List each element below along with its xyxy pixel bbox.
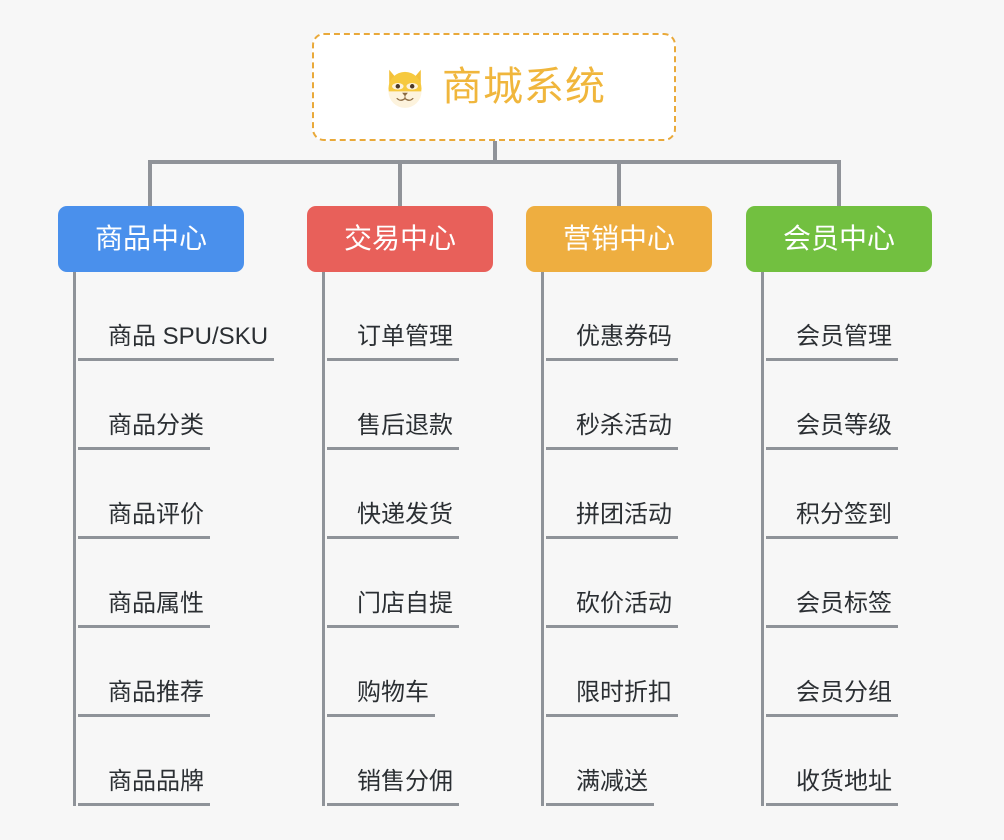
leaf-item[interactable]: 商品推荐 bbox=[76, 628, 274, 717]
leaf-label: 售后退款 bbox=[327, 412, 459, 450]
leaf-list-product-center: 商品 SPU/SKU 商品分类 商品评价 商品属性 商品推荐 商品品牌 bbox=[73, 272, 275, 806]
leaf-item[interactable]: 会员标签 bbox=[764, 539, 932, 628]
leaf-item[interactable]: 门店自提 bbox=[325, 539, 493, 628]
shiba-dog-face-icon bbox=[388, 69, 422, 108]
connector-bus bbox=[148, 160, 841, 164]
root-node[interactable]: 商城系统 bbox=[312, 33, 676, 141]
leaf-label: 限时折扣 bbox=[546, 679, 678, 717]
leaf-label: 订单管理 bbox=[327, 323, 459, 361]
leaf-label: 会员管理 bbox=[766, 323, 898, 361]
leaf-label: 快递发货 bbox=[327, 501, 459, 539]
leaf-label: 积分签到 bbox=[766, 501, 898, 539]
leaf-label: 商品分类 bbox=[78, 412, 210, 450]
leaf-item[interactable]: 限时折扣 bbox=[544, 628, 712, 717]
leaf-item[interactable]: 订单管理 bbox=[325, 272, 493, 361]
branch-header-member-center[interactable]: 会员中心 bbox=[746, 206, 932, 272]
leaf-label: 拼团活动 bbox=[546, 501, 678, 539]
connector-drop-1 bbox=[148, 160, 152, 208]
leaf-item[interactable]: 会员管理 bbox=[764, 272, 932, 361]
leaf-label: 砍价活动 bbox=[546, 590, 678, 628]
leaf-label: 商品推荐 bbox=[78, 679, 210, 717]
leaf-list-marketing-center: 优惠券码 秒杀活动 拼团活动 砍价活动 限时折扣 满减送 bbox=[541, 272, 712, 806]
leaf-item[interactable]: 秒杀活动 bbox=[544, 361, 712, 450]
leaf-item[interactable]: 购物车 bbox=[325, 628, 493, 717]
leaf-item[interactable]: 会员等级 bbox=[764, 361, 932, 450]
leaf-label: 会员分组 bbox=[766, 679, 898, 717]
leaf-list-member-center: 会员管理 会员等级 积分签到 会员标签 会员分组 收货地址 bbox=[761, 272, 932, 806]
leaf-label: 销售分佣 bbox=[327, 768, 459, 806]
leaf-item[interactable]: 快递发货 bbox=[325, 450, 493, 539]
leaf-item[interactable]: 商品分类 bbox=[76, 361, 274, 450]
leaf-item[interactable]: 会员分组 bbox=[764, 628, 932, 717]
branch-header-product-center[interactable]: 商品中心 bbox=[58, 206, 244, 272]
connector-drop-3 bbox=[617, 160, 621, 208]
leaf-label: 门店自提 bbox=[327, 590, 459, 628]
leaf-label: 秒杀活动 bbox=[546, 412, 678, 450]
leaf-item[interactable]: 商品评价 bbox=[76, 450, 274, 539]
connector-drop-2 bbox=[398, 160, 402, 208]
connector-drop-4 bbox=[837, 160, 841, 208]
leaf-list-trade-center: 订单管理 售后退款 快递发货 门店自提 购物车 销售分佣 bbox=[322, 272, 493, 806]
leaf-label: 优惠券码 bbox=[546, 323, 678, 361]
branch-header-trade-center[interactable]: 交易中心 bbox=[307, 206, 493, 272]
leaf-item[interactable]: 积分签到 bbox=[764, 450, 932, 539]
leaf-label: 商品属性 bbox=[78, 590, 210, 628]
leaf-label: 商品 SPU/SKU bbox=[78, 323, 275, 361]
leaf-item[interactable]: 收货地址 bbox=[764, 717, 932, 806]
branch-member-center: 会员中心 会员管理 会员等级 积分签到 会员标签 会员分组 收货地址 bbox=[746, 206, 932, 806]
leaf-label: 商品品牌 bbox=[78, 768, 210, 806]
leaf-item[interactable]: 砍价活动 bbox=[544, 539, 712, 628]
leaf-item[interactable]: 商品品牌 bbox=[76, 717, 274, 806]
leaf-item[interactable]: 拼团活动 bbox=[544, 450, 712, 539]
leaf-item[interactable]: 售后退款 bbox=[325, 361, 493, 450]
leaf-item[interactable]: 销售分佣 bbox=[325, 717, 493, 806]
leaf-item[interactable]: 商品 SPU/SKU bbox=[76, 272, 275, 361]
leaf-label: 收货地址 bbox=[766, 768, 898, 806]
branch-product-center: 商品中心 商品 SPU/SKU 商品分类 商品评价 商品属性 商品推荐 商品品牌 bbox=[58, 206, 275, 806]
branch-trade-center: 交易中心 订单管理 售后退款 快递发货 门店自提 购物车 销售分佣 bbox=[307, 206, 493, 806]
leaf-label: 购物车 bbox=[327, 679, 435, 717]
branch-header-marketing-center[interactable]: 营销中心 bbox=[526, 206, 712, 272]
leaf-label: 满减送 bbox=[546, 768, 654, 806]
leaf-item[interactable]: 优惠券码 bbox=[544, 272, 712, 361]
leaf-label: 会员标签 bbox=[766, 590, 898, 628]
root-title: 商城系统 bbox=[442, 65, 606, 109]
leaf-label: 会员等级 bbox=[766, 412, 898, 450]
leaf-item[interactable]: 满减送 bbox=[544, 717, 712, 806]
branch-marketing-center: 营销中心 优惠券码 秒杀活动 拼团活动 砍价活动 限时折扣 满减送 bbox=[526, 206, 712, 806]
leaf-item[interactable]: 商品属性 bbox=[76, 539, 274, 628]
leaf-label: 商品评价 bbox=[78, 501, 210, 539]
connector-root-stem bbox=[493, 141, 497, 163]
